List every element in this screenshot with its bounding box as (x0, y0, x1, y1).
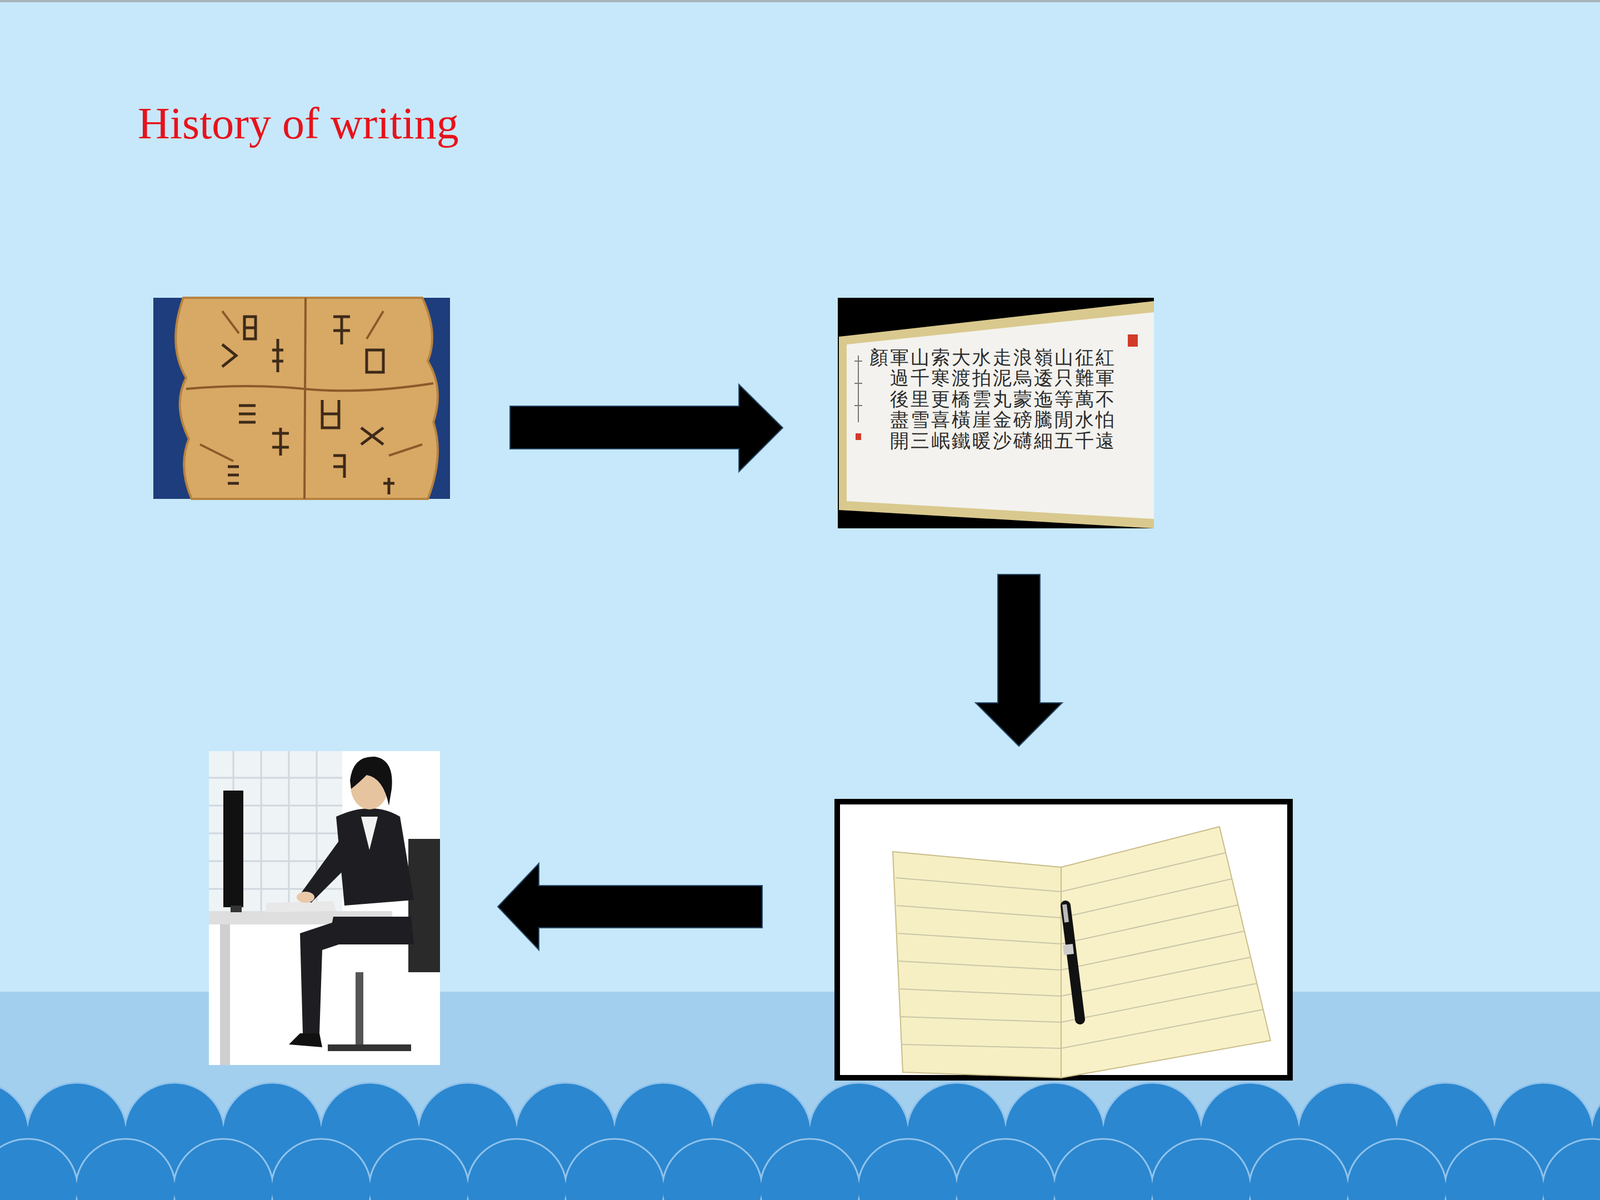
calligraphy-column: 浪烏蒙磅礴 (1013, 347, 1033, 452)
calligraphy-column: 顏 (869, 347, 889, 368)
calligraphy-column: 山千里雪三 (910, 347, 930, 452)
calligraphy-column: 走泥丸金沙 (992, 347, 1012, 452)
flow-arrow (497, 863, 763, 950)
computer-user-picture (208, 751, 440, 1065)
calligraphy-column: 山只等閒五 (1054, 347, 1074, 452)
calligraphy-column: 嶺逶迤騰細 (1033, 347, 1053, 452)
calligraphy-column: 征難萬水千 (1075, 347, 1094, 452)
calligraphy-column: 索寒更喜岷 (931, 347, 950, 452)
scallop-row (0, 1077, 1600, 1200)
calligraphy-column: 紅軍不怕遠 (1095, 347, 1115, 452)
scallop-row (0, 1133, 1600, 1200)
calligraphy-column: 水拍雲崖暖 (972, 347, 992, 452)
notebook-picture (837, 801, 1290, 1078)
top-rule (0, 0, 1600, 3)
calligraphy-column: 軍過後盡開 (890, 347, 909, 452)
calligraphy-column: 大渡橋橫鐵 (951, 347, 971, 452)
flow-arrow (510, 384, 783, 472)
slide-title: History of writing (137, 101, 459, 146)
flow-arrow (975, 574, 1063, 747)
oracle-bone-picture (153, 297, 450, 499)
calligraphy-scroll-picture (837, 297, 1154, 529)
